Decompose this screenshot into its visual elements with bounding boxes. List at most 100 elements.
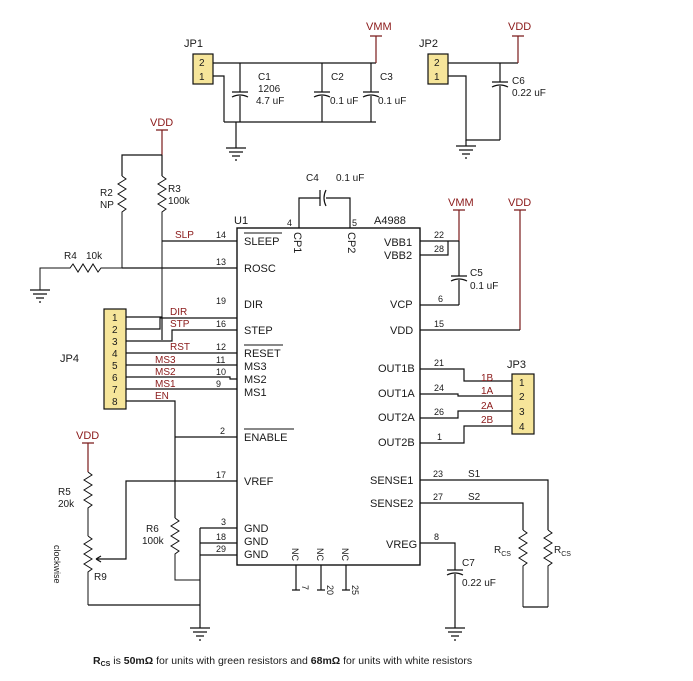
- c4-name: C4: [306, 173, 319, 184]
- jp3-label: JP3: [507, 359, 526, 371]
- pin13-num: 13: [216, 257, 226, 267]
- jp3-pin3: 3: [519, 407, 525, 418]
- jp4-pin5: 5: [112, 361, 118, 372]
- c1-capacitor: C1 1206 4.7 uF: [231, 63, 284, 122]
- c4-value: 0.1 uF: [336, 173, 364, 184]
- footnote-b1: 50mΩ: [124, 655, 153, 667]
- footnote-t2: for units with green resistors and: [153, 655, 311, 667]
- jp2-label: JP2: [419, 38, 438, 50]
- r6-resistor: R6 100k: [142, 517, 200, 581]
- u1-ref: U1: [234, 215, 248, 227]
- net-ms1: MS1: [155, 379, 176, 390]
- pin25-num: 25: [350, 585, 360, 595]
- pin-vreg: VREG: [386, 539, 417, 551]
- pin-sleep: SLEEP: [244, 236, 279, 248]
- r4-name: R4: [64, 251, 77, 262]
- c6-value: 0.22 uF: [512, 88, 546, 99]
- r5-resistor: R5 20k: [58, 471, 93, 536]
- rcs1-r: R: [494, 545, 501, 556]
- c4-capacitor: C4 0.1 uF: [298, 173, 364, 228]
- net-dir: DIR: [170, 307, 187, 318]
- pin26-num: 26: [434, 407, 444, 417]
- pin6-num: 6: [438, 294, 443, 304]
- jp4-pin8: 8: [112, 397, 118, 408]
- pin-vcp: VCP: [390, 299, 413, 311]
- jp4-label: JP4: [60, 353, 79, 365]
- pin10-num: 10: [216, 367, 226, 377]
- jp3-pin4: 4: [519, 422, 525, 433]
- c2-value: 0.1 uF: [330, 96, 358, 107]
- r2-name: R2: [100, 188, 113, 199]
- c5-name: C5: [470, 268, 483, 279]
- c5-capacitor: C5 0.1 uF: [450, 241, 498, 305]
- pin14-num: 14: [216, 230, 226, 240]
- jp2-header: JP2 2 1: [419, 38, 449, 85]
- r9-clockwise: clockwise: [52, 545, 62, 584]
- pin18-num: 18: [216, 532, 226, 542]
- pin-ms2: MS2: [244, 374, 267, 386]
- pin23-num: 23: [433, 469, 443, 479]
- pin28-num: 28: [434, 244, 444, 254]
- pin-rosc: ROSC: [244, 263, 276, 275]
- pin-gnd-2: GND: [244, 536, 269, 548]
- pin16-num: 16: [216, 319, 226, 329]
- pin-vref: VREF: [244, 476, 274, 488]
- net-en: EN: [155, 391, 169, 402]
- jp3-pin1: 1: [519, 378, 525, 389]
- r9-potentiometer: R9 clockwise: [52, 535, 107, 605]
- r3-value: 100k: [168, 196, 191, 207]
- pin24-num: 24: [434, 383, 444, 393]
- pin11-num: 11: [216, 355, 225, 365]
- pin-step: STEP: [244, 325, 273, 337]
- c5-value: 0.1 uF: [470, 281, 498, 292]
- r2-value: NP: [100, 200, 114, 211]
- pin12-num: 12: [216, 342, 226, 352]
- pin-cp2: CP2: [345, 232, 357, 253]
- pin-sense2: SENSE2: [370, 498, 413, 510]
- pin-ms1: MS1: [244, 387, 267, 399]
- u1-part: A4988: [374, 215, 406, 227]
- pin-out1b: OUT1B: [378, 363, 415, 375]
- pin7-num: 7: [300, 585, 310, 590]
- pin-vdd: VDD: [390, 325, 413, 337]
- net-1a: 1A: [481, 386, 494, 397]
- jp4-pin3: 3: [112, 337, 118, 348]
- net-rst: RST: [170, 342, 190, 353]
- c2-name: C2: [331, 72, 344, 83]
- pin-vbb2: VBB2: [384, 250, 412, 262]
- net-slp: SLP: [175, 230, 194, 241]
- r2-resistor: R2 NP: [100, 175, 127, 268]
- jp1-pin2: 2: [199, 58, 205, 69]
- pin-dir: DIR: [244, 299, 263, 311]
- c3-value: 0.1 uF: [378, 96, 406, 107]
- footnote-t1: is: [110, 655, 123, 667]
- net-s2: S2: [468, 492, 481, 503]
- c7-value: 0.22 uF: [462, 578, 496, 589]
- jp3-header: JP3 1 2 3 4: [507, 359, 535, 435]
- pin-gnd-3: GND: [244, 549, 269, 561]
- pin8-num: 8: [434, 532, 439, 542]
- jp4-header: JP4 1 2 3 4 5 6 7 8: [60, 308, 127, 410]
- net-ms3: MS3: [155, 355, 176, 366]
- footnote-sub: CS: [101, 661, 111, 668]
- pin1-num: 1: [437, 432, 442, 442]
- pin29-num: 29: [216, 544, 226, 554]
- pin27-num: 27: [433, 492, 443, 502]
- pin3-num: 3: [221, 517, 226, 527]
- net-1b: 1B: [481, 373, 494, 384]
- rcs-resistor-1: RCS: [494, 529, 528, 607]
- pin-nc-7: NC: [290, 548, 300, 561]
- r5-value: 20k: [58, 499, 75, 510]
- r4-value: 10k: [86, 251, 103, 262]
- jp1-header: JP1 2 1: [184, 38, 214, 85]
- c3-name: C3: [380, 72, 393, 83]
- rcs1-sub: CS: [501, 551, 511, 558]
- c7-capacitor: C7 0.22 uF: [446, 558, 496, 628]
- r4-resistor: R4 10k: [39, 251, 122, 290]
- vmm-label-top: VMM: [366, 21, 392, 33]
- vmm-label-right: VMM: [448, 197, 474, 209]
- ground-symbol: [445, 627, 465, 641]
- jp2-pin1: 1: [434, 72, 440, 83]
- c1-name: C1: [258, 72, 271, 83]
